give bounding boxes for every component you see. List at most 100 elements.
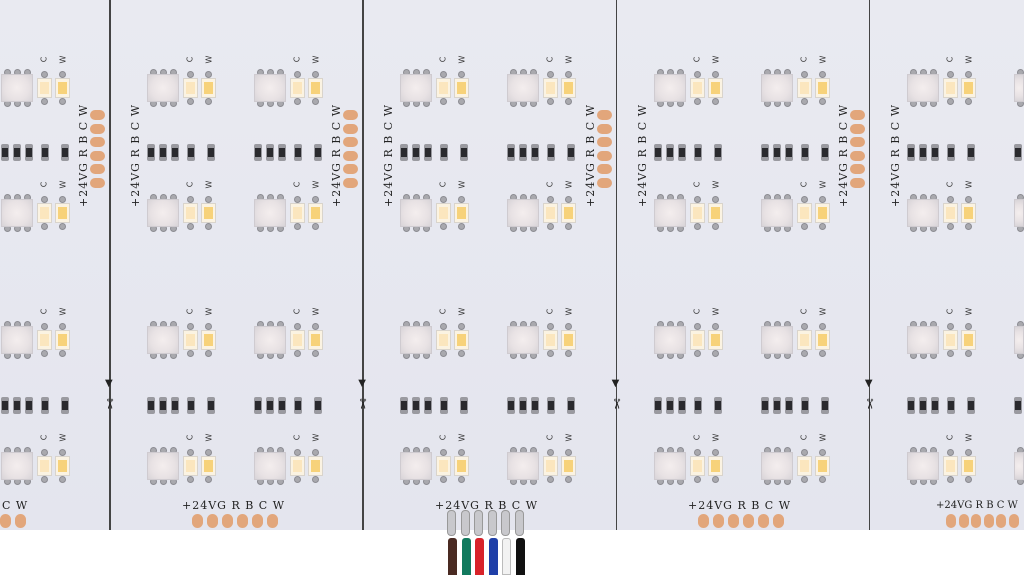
cool-white-led bbox=[942, 203, 958, 223]
led-lead bbox=[964, 323, 972, 330]
rgb-led-chip bbox=[400, 74, 433, 102]
rgb-led-chip bbox=[147, 74, 179, 102]
rgb-led-chip bbox=[0, 74, 33, 102]
led-emitter bbox=[186, 334, 195, 346]
led-lead bbox=[440, 98, 448, 105]
led-emitter bbox=[710, 334, 720, 346]
led-emitter bbox=[457, 334, 467, 346]
resistor bbox=[412, 144, 421, 161]
led-emitter bbox=[186, 82, 195, 94]
resistor bbox=[930, 397, 939, 414]
warm-white-led bbox=[960, 78, 976, 98]
connector-label: +24VG R B C W bbox=[77, 103, 90, 207]
led-label: C bbox=[185, 181, 195, 188]
warm-white-led bbox=[707, 456, 723, 476]
led-label: W bbox=[311, 55, 321, 64]
resistor bbox=[1013, 144, 1022, 161]
warm-white-led bbox=[308, 330, 323, 350]
resistor bbox=[665, 144, 674, 161]
led-emitter bbox=[186, 460, 195, 472]
resistor bbox=[772, 397, 781, 414]
led-lead bbox=[40, 449, 48, 456]
led-lead bbox=[711, 98, 719, 105]
led-emitter bbox=[710, 82, 720, 94]
rgb-led-chip bbox=[400, 452, 433, 480]
scissors-icon: ✂ bbox=[100, 398, 117, 410]
led-lead bbox=[547, 98, 555, 105]
led-lead bbox=[818, 350, 826, 357]
cool-white-led bbox=[36, 456, 52, 476]
resistor bbox=[918, 144, 927, 161]
resistor bbox=[187, 144, 195, 161]
led-label: W bbox=[818, 307, 828, 316]
warm-white-led bbox=[454, 203, 470, 223]
cool-white-led bbox=[796, 203, 812, 223]
led-lead bbox=[565, 350, 573, 357]
led-emitter bbox=[799, 334, 809, 346]
solder-pad bbox=[252, 514, 263, 528]
led-label: C bbox=[438, 434, 448, 441]
resistor bbox=[531, 144, 540, 161]
led-lead bbox=[800, 98, 808, 105]
resistor bbox=[930, 144, 939, 161]
wire-0 bbox=[448, 538, 457, 575]
solder-pad bbox=[267, 514, 278, 528]
solder-pad bbox=[596, 150, 612, 161]
led-emitter bbox=[204, 334, 213, 346]
resistor bbox=[946, 397, 955, 414]
warm-white-led bbox=[54, 203, 70, 223]
warm-white-led bbox=[561, 330, 577, 350]
solder-pad bbox=[983, 514, 994, 528]
led-emitter bbox=[546, 82, 556, 94]
led-label: W bbox=[818, 55, 828, 64]
led-label: W bbox=[564, 180, 574, 189]
resistor bbox=[693, 397, 702, 414]
led-emitter bbox=[311, 82, 320, 94]
rgb-led-chip bbox=[653, 74, 686, 102]
led-emitter bbox=[457, 207, 467, 219]
connector-label: +24VG R B C W bbox=[382, 103, 396, 207]
resistor bbox=[713, 397, 722, 414]
resistor bbox=[547, 397, 556, 414]
resistor bbox=[171, 144, 179, 161]
scissors-icon: ✂ bbox=[354, 398, 371, 410]
solder-pad bbox=[946, 514, 956, 528]
resistor bbox=[507, 144, 516, 161]
led-emitter bbox=[817, 82, 827, 94]
led-lead bbox=[711, 223, 719, 230]
led-lead bbox=[187, 449, 194, 456]
led-label: C bbox=[691, 181, 701, 188]
led-lead bbox=[565, 223, 573, 230]
solder-pad bbox=[90, 123, 105, 134]
warm-white-led bbox=[814, 330, 830, 350]
solder-pad bbox=[90, 164, 105, 174]
led-lead bbox=[800, 350, 808, 357]
solder-pad bbox=[849, 123, 865, 134]
led-lead bbox=[693, 223, 701, 230]
led-label: W bbox=[204, 55, 214, 64]
warm-white-led bbox=[454, 330, 470, 350]
cool-white-led bbox=[543, 456, 559, 476]
led-emitter bbox=[564, 334, 574, 346]
led-lead bbox=[711, 323, 719, 330]
led-label: C bbox=[292, 434, 302, 441]
led-lead bbox=[818, 98, 826, 105]
led-label: C bbox=[38, 434, 48, 441]
resistor bbox=[60, 397, 69, 414]
led-lead bbox=[964, 350, 972, 357]
warm-white-led bbox=[707, 203, 723, 223]
resistor bbox=[440, 397, 449, 414]
led-lead bbox=[440, 350, 448, 357]
led-emitter bbox=[692, 460, 702, 472]
led-lead bbox=[711, 196, 719, 203]
led-emitter bbox=[799, 460, 809, 472]
led-lead bbox=[40, 71, 48, 78]
led-lead bbox=[800, 323, 808, 330]
solder-pad bbox=[343, 110, 359, 120]
led-label: W bbox=[457, 180, 467, 189]
led-emitter bbox=[710, 460, 720, 472]
solder-pad bbox=[343, 123, 359, 134]
led-lead bbox=[800, 449, 808, 456]
led-lead bbox=[711, 449, 719, 456]
led-lead bbox=[205, 196, 212, 203]
